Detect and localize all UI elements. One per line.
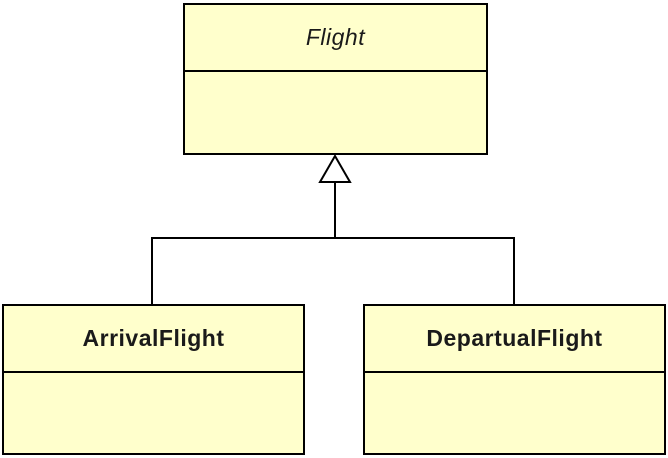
attribute-compartment-departualflight bbox=[365, 371, 664, 453]
hollow-triangle-arrowhead bbox=[318, 153, 352, 183]
class-box-departualflight[interactable]: DepartualFlight bbox=[363, 304, 666, 455]
class-box-flight[interactable]: Flight bbox=[183, 3, 488, 155]
class-name-arrivalflight: ArrivalFlight bbox=[82, 325, 225, 351]
attribute-compartment-flight bbox=[185, 70, 486, 153]
attribute-compartment-arrivalflight bbox=[4, 371, 303, 453]
class-name-flight: Flight bbox=[305, 24, 366, 50]
class-name-departualflight: DepartualFlight bbox=[426, 325, 603, 351]
class-box-arrivalflight[interactable]: ArrivalFlight bbox=[2, 304, 305, 455]
